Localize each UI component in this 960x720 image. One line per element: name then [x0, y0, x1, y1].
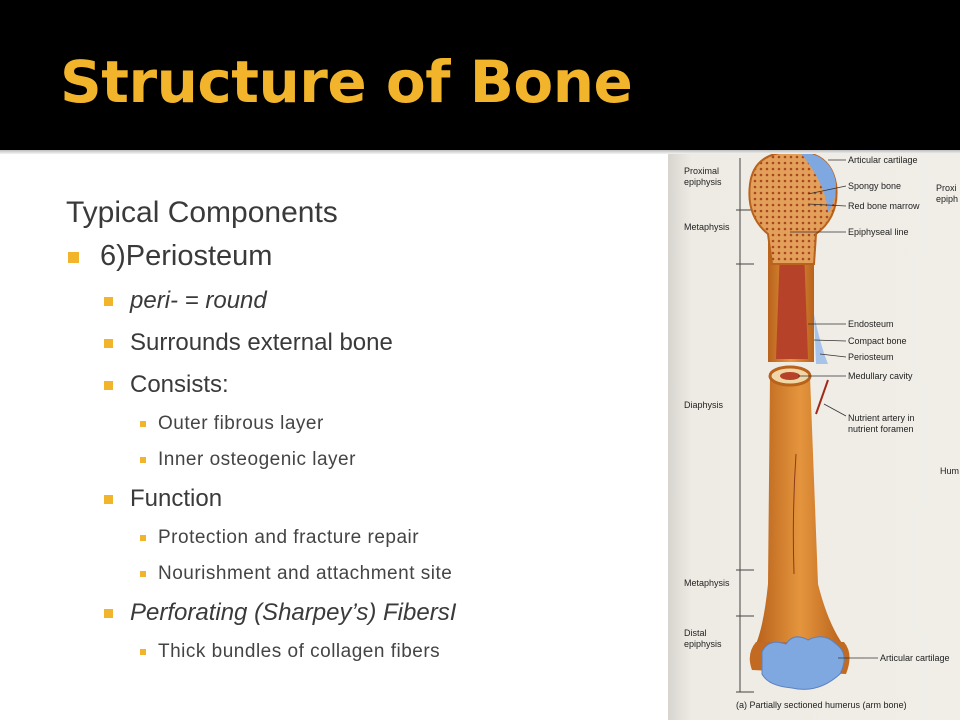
label-articular-cartilage-bottom: Articular cartilage — [880, 653, 950, 663]
title-bar: Structure of Bone — [0, 0, 960, 150]
bullet-thick-bundles: Thick bundles of collagen fibers — [66, 641, 666, 663]
label-medullary-cavity: Medullary cavity — [848, 371, 913, 381]
square-bullet-icon — [104, 381, 113, 390]
content-panel: Typical Components 6)Periosteum peri- = … — [0, 154, 960, 720]
square-bullet-icon — [104, 339, 113, 348]
humerus-diagram: Proximal epiphysis Metaphysis Diaphysis … — [668, 154, 960, 720]
bullet-consists: Consists: — [66, 371, 666, 399]
title-divider — [0, 150, 960, 154]
periosteum-flap — [814, 314, 828, 364]
label-endosteum: Endosteum — [848, 319, 894, 329]
square-bullet-icon — [104, 609, 113, 618]
bullet-text: Nourishment and attachment site — [158, 563, 453, 584]
bullet-inner-layer: Inner osteogenic layer — [66, 449, 666, 471]
bullet-text: Thick bundles of collagen fibers — [158, 641, 441, 662]
label-distal: Distal — [684, 628, 707, 638]
bullet-text: Inner osteogenic layer — [158, 449, 356, 470]
lower-shaft — [756, 376, 844, 646]
bullet-outer-layer: Outer fibrous layer — [66, 413, 666, 435]
square-bullet-icon — [104, 297, 113, 306]
square-bullet-icon — [140, 421, 146, 427]
figure-caption: (a) Partially sectioned humerus (arm bon… — [736, 700, 907, 710]
bullet-list: Typical Components 6)Periosteum peri- = … — [66, 196, 666, 677]
square-bullet-icon — [140, 535, 146, 541]
label-metaphysis-top: Metaphysis — [684, 222, 730, 232]
bullet-perforating: Perforating (Sharpey’s) FibersI — [66, 599, 666, 627]
label-metaphysis-bottom: Metaphysis — [684, 578, 730, 588]
nutrient-artery — [815, 379, 829, 415]
label-diaphysis: Diaphysis — [684, 400, 724, 410]
label-proximal-epiphysis: epiphysis — [684, 177, 722, 187]
cross-section-cavity — [780, 372, 800, 380]
label-pointers — [790, 159, 878, 659]
bullet-text: peri- = round — [130, 287, 267, 314]
square-bullet-icon — [104, 495, 113, 504]
bullet-text: Consists: — [130, 371, 229, 398]
articular-cartilage-top — [801, 154, 836, 212]
bullet-text: 6)Periosteum — [100, 240, 273, 272]
square-bullet-icon — [68, 252, 79, 263]
label-proxi-edge: Proxi — [936, 183, 957, 193]
bullet-text: Surrounds external bone — [130, 329, 393, 356]
proximal-head-spongy-bone — [748, 154, 838, 265]
label-distal-epiphysis: epiphysis — [684, 639, 722, 649]
bullet-text: Perforating (Sharpey’s) FibersI — [130, 599, 457, 626]
components-heading: Typical Components — [66, 196, 338, 229]
label-nutrient-foramen: nutrient foramen — [848, 424, 914, 434]
label-spongy-bone: Spongy bone — [848, 181, 901, 191]
bullet-periosteum: 6)Periosteum — [66, 240, 666, 273]
label-proximal: Proximal — [684, 166, 719, 176]
bullet-protection: Protection and fracture repair — [66, 527, 666, 549]
articular-cartilage-bottom — [761, 636, 845, 690]
label-nutrient-artery: Nutrient artery in — [848, 413, 915, 423]
humerus-figure: Proximal epiphysis Metaphysis Diaphysis … — [668, 154, 960, 720]
slide-title: Structure of Bone — [60, 48, 633, 116]
label-hum-edge: Hum — [940, 466, 959, 476]
square-bullet-icon — [140, 571, 146, 577]
label-periosteum: Periosteum — [848, 352, 894, 362]
square-bullet-icon — [140, 457, 146, 463]
bullet-text: Outer fibrous layer — [158, 413, 324, 434]
label-red-bone-marrow: Red bone marrow — [848, 201, 920, 211]
bullet-nourishment: Nourishment and attachment site — [66, 563, 666, 585]
label-compact-bone: Compact bone — [848, 336, 907, 346]
label-epiph-edge: epiph — [936, 194, 958, 204]
bullet-text: Protection and fracture repair — [158, 527, 420, 548]
bullet-text: Function — [130, 485, 223, 512]
bullet-function: Function — [66, 485, 666, 513]
nutrient-vessel — [792, 453, 797, 575]
medullary-cavity — [776, 249, 808, 359]
label-articular-cartilage-top: Articular cartilage — [848, 155, 918, 165]
bullet-peri: peri- = round — [66, 287, 666, 315]
label-epiphyseal-line: Epiphyseal line — [848, 227, 909, 237]
square-bullet-icon — [140, 649, 146, 655]
bullet-surrounds: Surrounds external bone — [66, 329, 666, 357]
